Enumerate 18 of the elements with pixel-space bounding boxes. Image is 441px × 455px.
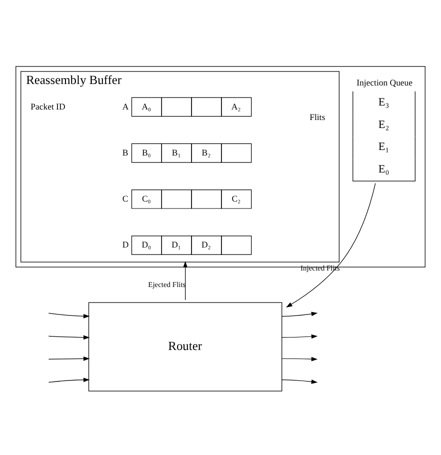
arrow — [48, 312, 90, 318]
label: Packet ID — [30, 101, 66, 112]
node-label: C — [122, 193, 128, 204]
node-box: Router — [88, 302, 282, 392]
arrow — [282, 380, 318, 384]
arrow — [282, 312, 318, 317]
node-label: B — [122, 147, 128, 158]
arrow — [282, 334, 318, 339]
arrow — [48, 356, 90, 361]
arrow — [286, 182, 376, 308]
label: Flits — [310, 112, 326, 122]
node-label: D — [122, 240, 129, 250]
arrow — [48, 335, 90, 340]
arrow — [183, 261, 188, 300]
node-label: A — [122, 101, 129, 112]
arrow — [282, 356, 318, 362]
node-text: Injection Queue E₃ E₂ E₁ E₀ — [356, 77, 413, 176]
arrow — [48, 378, 90, 383]
